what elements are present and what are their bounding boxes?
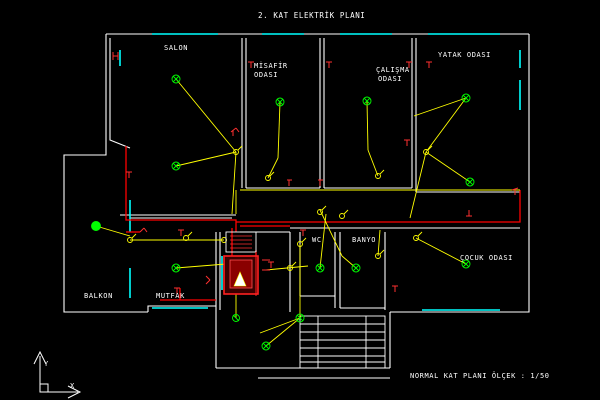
windows [119,33,521,311]
switch-icon [221,237,227,243]
socket-icon [392,285,398,292]
socket-icon [112,52,119,60]
switch-icon [317,205,327,215]
calisma-light-icon [362,96,372,106]
kitchen-light-icon-2 [232,314,240,322]
socket-icon [300,229,306,236]
switch-icon [413,231,423,241]
room-label-calisma-2: ODASI [378,75,402,83]
socket-icon [178,229,184,236]
light-fixtures [91,74,475,351]
room-label-yatak: YATAK ODASI [438,51,491,59]
room-label-salon: SALON [164,44,188,52]
staircase [299,315,386,369]
room-label-cocuk: ÇOCUK ODASI [460,254,513,262]
socket-icon [511,187,519,195]
room-label-wc: WC [312,236,322,244]
socket-icon [139,227,148,233]
hall-light-icon [261,341,271,351]
switch-icon [127,233,137,243]
cocuk-light-icon [461,259,471,269]
socket-icon [404,139,410,146]
room-label-balkon: BALKON [84,292,113,300]
socket-icon [426,61,432,68]
distribution-panel [223,231,270,296]
room-label-misafir-2: ODASI [254,71,278,79]
yatak-light-icon-2 [465,177,475,187]
salon-light-icon-2 [171,161,181,171]
socket-icon [248,61,254,68]
ucs-x-label: X [70,382,75,390]
drawing-title: 2. KAT ELEKTRİK PLANI [258,11,365,20]
socket-icon [230,127,240,136]
socket-icon [205,275,211,285]
main-circuit-lines [125,146,521,301]
switch-icon [375,249,385,259]
switches-sockets [112,52,519,294]
switch-icon [339,209,349,219]
secondary-circuit-lines [95,78,520,347]
room-label-banyo: BANYO [352,236,376,244]
balcony-light-icon [91,221,101,231]
misafir-light-icon [275,97,285,107]
ucs-icon: Y X [33,350,82,399]
room-label-mutfak: MUTFAK [156,292,185,300]
yatak-light-icon [461,93,471,103]
switch-icon [375,169,385,179]
socket-icon [268,261,274,268]
switch-icon [183,231,193,241]
socket-icon [406,61,412,68]
switch-icon [233,145,243,155]
room-label-misafir-1: MİSAFİR [254,61,288,70]
wc-light-icon [315,263,325,273]
room-labels: 2. KAT ELEKTRİK PLANI SALON MİSAFİR ODAS… [84,11,550,380]
ucs-y-label: Y [44,360,49,368]
stair-light-icon [295,313,305,323]
mutfak-light-icon [171,263,181,273]
socket-icon [318,179,323,186]
switch-symbols [127,145,433,271]
socket-icon [466,210,472,217]
banyo-light-icon [351,263,361,273]
socket-icon [126,171,132,178]
switch-icon [297,237,307,247]
switch-icon [423,145,433,155]
socket-icon [174,287,180,294]
switch-icon [265,171,275,181]
switch-icon [287,261,297,271]
walls [63,33,530,379]
socket-icon [326,61,332,68]
scale-note: NORMAL KAT PLANI ÖLÇEK : 1/50 [410,371,550,380]
salon-light-icon [171,74,181,84]
room-label-calisma-1: ÇALIŞMA [376,66,410,74]
socket-icon [287,179,292,186]
